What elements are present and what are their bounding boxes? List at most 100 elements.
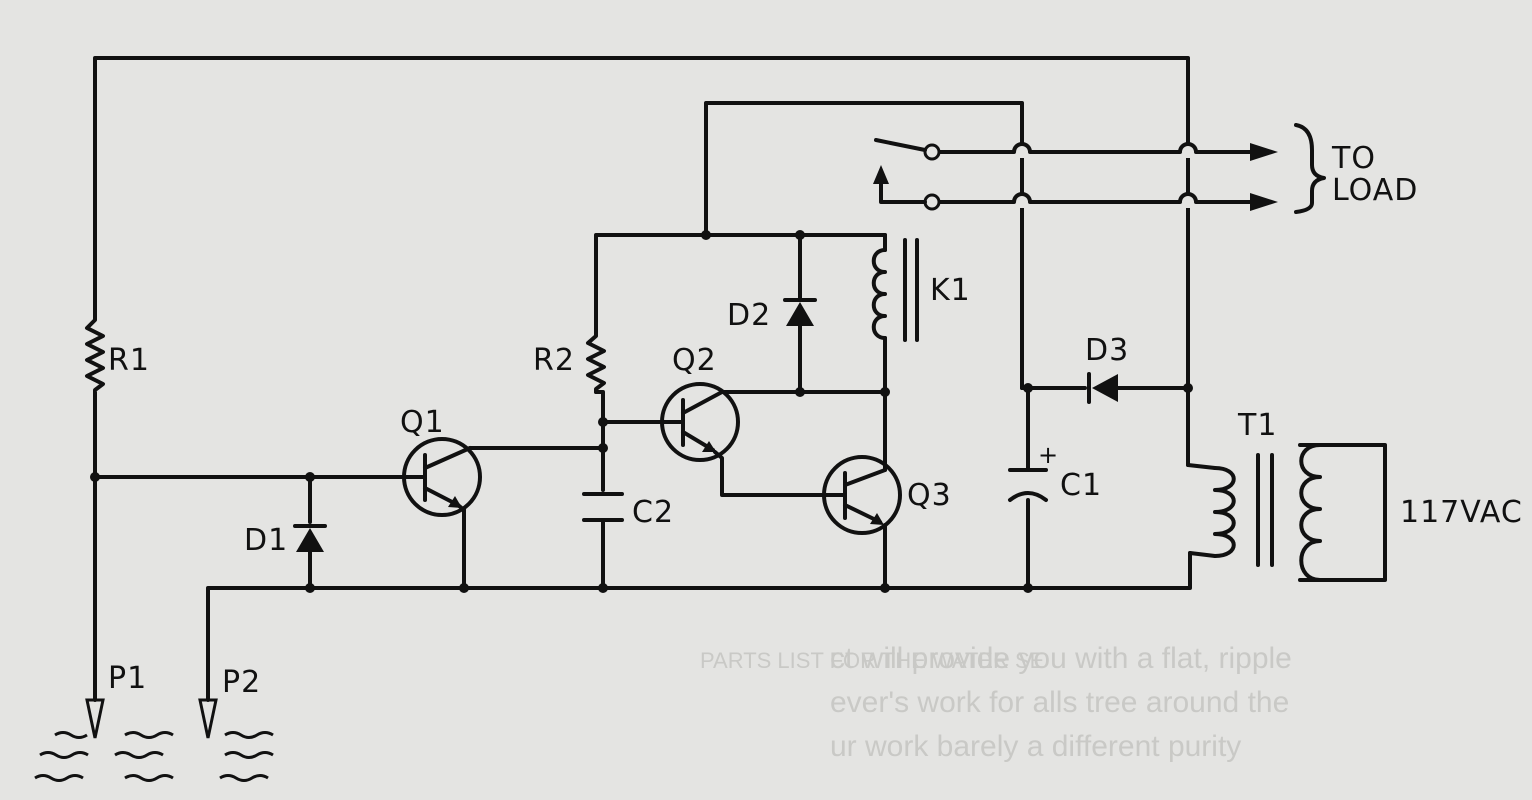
transistor-q2-arrow [702,441,716,452]
transistor-q3-body [822,455,902,535]
background-bleed-text: ct will provide you with a flat, ripple … [700,642,1292,763]
transformer-t1-secondary-coil [1213,466,1236,558]
transistor-q3: Q3 [822,455,952,535]
diode-d1: D1 [244,523,327,558]
load-label-load: LOAD [1332,173,1418,208]
transistor-q1-collector [423,446,472,470]
r2-label: R2 [533,343,575,378]
transistor-q1: Q1 [400,405,482,517]
capacitor-c2: C2 [582,492,674,530]
junction-dot [598,583,608,593]
probe-p2-tip [198,698,218,739]
crossovers [1012,142,1198,208]
r1-label: R1 [108,343,150,378]
p1-label: P1 [108,661,147,696]
q2-label: Q2 [672,343,717,378]
junction-dot [459,583,469,593]
load-arrow-bottom [1250,193,1278,211]
relay-contact-terminal [923,193,941,211]
junction-dot [1023,583,1033,593]
transformer-primary-top-lead [1186,463,1217,470]
load-brace [1294,123,1326,214]
c2-label: C2 [632,495,674,530]
resistor-r2: R2 [533,328,606,394]
q1-label: Q1 [400,405,445,440]
diode-d2: D2 [727,298,817,333]
junction-dot [880,583,890,593]
water-wave [114,751,164,759]
junction-dot [598,417,608,427]
junction-dot [795,230,805,240]
bleed-text-line-2: ever's work for alls tree around the [830,686,1289,719]
transformer-t1-primary-coil [1299,443,1322,582]
resistor-r1-symbol [85,308,105,397]
q3-label: Q3 [907,478,952,513]
capacitor-c1: + C1 [1008,441,1102,503]
junction-dots [90,230,1193,593]
bleed-text-line-1: ct will provide you with a flat, ripple [830,642,1292,675]
probe-p1-tip [85,698,105,739]
contact-arm [874,138,927,152]
junction-dot [795,387,805,397]
junction-dot [598,443,608,453]
p2-label: P2 [222,665,261,700]
resistor-r2-symbol [586,328,606,394]
water-wave [39,751,89,759]
r2-bottom-wire [594,390,605,492]
relay-k1: K1 [871,238,971,342]
water-wave [224,751,274,759]
transistor-q3-collector [843,468,887,487]
junction-dot [305,472,315,482]
junction-dot [880,387,890,397]
ground-rail-wire [206,551,1192,702]
transformer-t1: T1 117VAC [1186,408,1523,582]
transistor-q3-arrow [870,513,884,525]
water-wave [124,731,174,739]
top-rail-wire [93,56,1190,467]
transformer-secondary-bottom-lead [1188,551,1217,558]
junction-dot [1183,383,1193,393]
water-wave [219,774,269,782]
wiring [93,56,1252,702]
relay-contacts [873,143,941,211]
relay-contact-arrow [873,165,889,184]
resistor-r1: R1 [85,308,150,397]
q2-emitter-wire [713,450,832,497]
bleed-text-parts-list: PARTS LIST FOR THE WATER SE [700,648,1044,673]
d3-label: D3 [1085,333,1129,368]
mains-voltage-label: 117VAC [1400,495,1523,530]
diode-d3-triangle [1092,374,1118,402]
transistor-q2: Q2 [660,343,740,462]
mains-lead-wire [1298,443,1387,582]
probes: P1 P2 [85,661,261,739]
d1-label: D1 [244,523,288,558]
water-wave [34,774,84,782]
load-arrow-top [1250,143,1278,161]
transistor-q2-collector [681,390,724,415]
transistor-q1-body [402,437,482,517]
water-symbol [34,731,274,782]
transistor-q1-emitter-lead [456,503,466,512]
load-output: TO LOAD [1250,123,1418,214]
transistor-q2-body [660,382,740,462]
c1-label: C1 [1060,468,1102,503]
junction-dot [305,583,315,593]
relay-k1-coil [871,248,887,340]
water-wave [224,731,274,739]
water-wave [124,774,174,782]
junction-dot [701,230,711,240]
relay-feed-wire [704,101,1024,390]
t1-label: T1 [1237,408,1277,443]
junction-dot [1023,383,1033,393]
d2-label: D2 [727,298,771,333]
junction-dot [90,472,100,482]
load-label-to: TO [1331,141,1376,176]
capacitor-c1-curved-plate [1008,491,1048,502]
c1-polarity-mark: + [1038,441,1059,469]
water-wave [54,731,88,739]
k1-label: K1 [930,273,971,308]
bleed-text-line-3: ur work barely a different purity [830,730,1241,763]
diode-d2-triangle [786,302,814,326]
diode-d3: D3 [1085,333,1129,404]
